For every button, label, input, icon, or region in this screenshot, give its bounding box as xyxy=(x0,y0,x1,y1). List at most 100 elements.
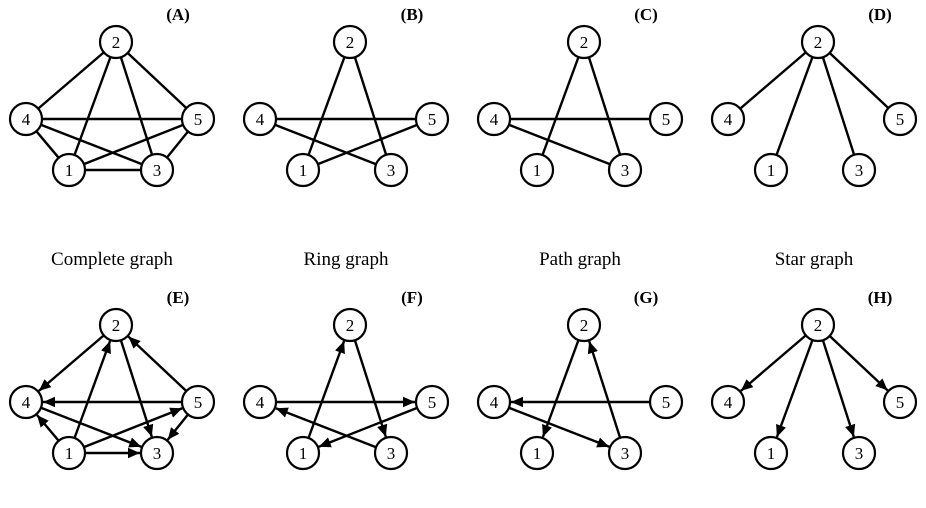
node-label-2: 2 xyxy=(814,316,823,335)
node-label-2: 2 xyxy=(346,33,355,52)
node-label-3: 3 xyxy=(153,161,162,180)
node-label-4: 4 xyxy=(490,110,499,129)
edge-2-5 xyxy=(126,52,188,109)
edge-4-1 xyxy=(35,130,60,159)
edge-2-4 xyxy=(37,51,105,110)
directed-edge-2-4 xyxy=(740,334,807,392)
directed-edge-5-3 xyxy=(166,413,189,441)
node-label-1: 1 xyxy=(65,444,74,463)
edge-5-1 xyxy=(317,123,418,166)
node-label-4: 4 xyxy=(256,110,265,129)
node-label-3: 3 xyxy=(621,444,630,463)
node-label-2: 2 xyxy=(112,316,121,335)
edge-4-3 xyxy=(40,123,143,166)
panel-label: (A) xyxy=(166,5,190,24)
directed-edge-3-4 xyxy=(275,407,377,449)
directed-edge-2-3 xyxy=(119,339,154,438)
panel-label: (B) xyxy=(401,5,424,24)
node-label-2: 2 xyxy=(580,316,589,335)
edge-5-3 xyxy=(166,130,189,159)
directed-edge-2-1 xyxy=(541,339,580,438)
node-label-5: 5 xyxy=(896,110,905,129)
node-label-5: 5 xyxy=(428,110,437,129)
directed-edge-5-1 xyxy=(318,406,418,448)
node-label-1: 1 xyxy=(533,444,542,463)
node-3 xyxy=(841,435,877,471)
node-1 xyxy=(753,435,789,471)
node-label-2: 2 xyxy=(346,316,355,335)
node-label-3: 3 xyxy=(621,161,630,180)
directed-edge-1-5 xyxy=(83,407,183,449)
node-1 xyxy=(285,152,321,188)
edge-2-5 xyxy=(828,52,890,109)
node-label-5: 5 xyxy=(896,393,905,412)
directed-edge-1-2 xyxy=(73,340,112,439)
node-4 xyxy=(242,101,278,137)
directed-edge-2-5 xyxy=(828,335,889,392)
node-4 xyxy=(242,384,278,420)
node-label-3: 3 xyxy=(153,444,162,463)
node-1 xyxy=(51,435,87,471)
node-4 xyxy=(476,384,512,420)
edge-2-3 xyxy=(821,56,856,156)
node-4 xyxy=(8,384,44,420)
node-2 xyxy=(800,24,836,60)
node-label-3: 3 xyxy=(855,444,864,463)
edge-2-1 xyxy=(541,56,580,156)
node-label-2: 2 xyxy=(814,33,823,52)
directed-edge-4-3 xyxy=(40,406,142,448)
node-label-5: 5 xyxy=(428,393,437,412)
edge-2-4 xyxy=(739,51,807,110)
node-5 xyxy=(180,101,216,137)
directed-edge-2-3 xyxy=(821,339,856,438)
node-5 xyxy=(648,384,684,420)
node-label-1: 1 xyxy=(767,161,776,180)
node-label-3: 3 xyxy=(387,444,396,463)
node-1 xyxy=(519,152,555,188)
node-label-4: 4 xyxy=(724,393,733,412)
edge-5-1 xyxy=(83,123,184,166)
edge-2-3 xyxy=(587,56,622,156)
directed-edge-3-2 xyxy=(587,340,622,439)
panel-label: (F) xyxy=(401,288,423,307)
panel-caption: Path graph xyxy=(539,249,621,270)
node-4 xyxy=(710,384,746,420)
panel-label: (G) xyxy=(634,288,659,307)
node-label-5: 5 xyxy=(662,393,671,412)
node-2 xyxy=(98,307,134,343)
edge-2-1 xyxy=(775,56,814,156)
node-5 xyxy=(180,384,216,420)
node-5 xyxy=(882,384,918,420)
node-4 xyxy=(710,101,746,137)
directed-edge-4-3 xyxy=(508,406,610,448)
node-2 xyxy=(566,307,602,343)
directed-edge-2-4 xyxy=(38,334,105,392)
node-label-3: 3 xyxy=(855,161,864,180)
panel-caption: Complete graph xyxy=(51,249,173,270)
node-1 xyxy=(519,435,555,471)
node-2 xyxy=(800,307,836,343)
node-label-1: 1 xyxy=(299,444,308,463)
panel-caption: Star graph xyxy=(775,249,854,270)
node-5 xyxy=(414,101,450,137)
node-2 xyxy=(332,307,368,343)
node-label-5: 5 xyxy=(194,393,203,412)
node-label-4: 4 xyxy=(724,110,733,129)
node-label-5: 5 xyxy=(194,110,203,129)
node-4 xyxy=(476,101,512,137)
edge-2-1 xyxy=(73,56,112,156)
node-label-2: 2 xyxy=(580,33,589,52)
directed-edge-1-2 xyxy=(307,340,346,439)
node-1 xyxy=(753,152,789,188)
node-3 xyxy=(841,152,877,188)
node-3 xyxy=(373,152,409,188)
